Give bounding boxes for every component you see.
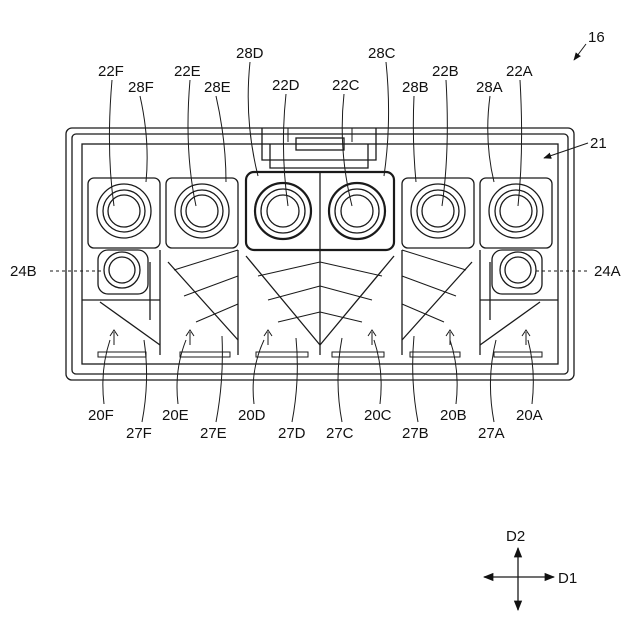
side-port-24A — [492, 250, 542, 294]
port-label-22C: 22C — [332, 77, 360, 94]
wall-label-27F: 27F — [126, 425, 152, 442]
port-label-22B: 22B — [432, 63, 459, 80]
port-label-22F: 22F — [98, 63, 124, 80]
side-label-24B: 24B — [10, 263, 37, 280]
chamber-partitions — [82, 250, 558, 357]
chamber-label-20B: 20B — [440, 407, 467, 424]
wall-label-27E: 27E — [200, 425, 227, 442]
rib-label-28E: 28E — [204, 79, 231, 96]
rib-label-28C: 28C — [368, 45, 396, 62]
axis-label-d1: D1 — [558, 570, 577, 587]
wall-label-27A: 27A — [478, 425, 505, 442]
wall-label-27C: 27C — [326, 425, 354, 442]
side-port-24B — [98, 250, 148, 294]
rib-label-28A: 28A — [476, 79, 503, 96]
chamber-label-20A: 20A — [516, 407, 543, 424]
port-label-22E: 22E — [174, 63, 201, 80]
port-frames — [88, 172, 552, 250]
body-label-leader — [544, 143, 588, 158]
port-22D — [255, 183, 311, 239]
figure-number-label: 16 — [588, 29, 605, 46]
port-22A — [489, 184, 543, 238]
chamber-label-20F: 20F — [88, 407, 114, 424]
wall-label-27D: 27D — [278, 425, 306, 442]
direction-indicator — [484, 548, 554, 610]
port-22E — [175, 184, 229, 238]
figure-number-arrow — [574, 44, 586, 60]
chamber-label-20C: 20C — [364, 407, 392, 424]
rib-label-28D: 28D — [236, 45, 264, 62]
axis-label-d2: D2 — [506, 528, 525, 545]
port-22B — [411, 184, 465, 238]
rib-label-28F: 28F — [128, 79, 154, 96]
side-label-24A: 24A — [594, 263, 621, 280]
chamber-label-20E: 20E — [162, 407, 189, 424]
chamber-label-20D: 20D — [238, 407, 266, 424]
port-22C — [329, 183, 385, 239]
port-label-22D: 22D — [272, 77, 300, 94]
rib-label-28B: 28B — [402, 79, 429, 96]
body-label: 21 — [590, 135, 607, 152]
port-label-22A: 22A — [506, 63, 533, 80]
wall-label-27B: 27B — [402, 425, 429, 442]
port-22F — [97, 184, 151, 238]
